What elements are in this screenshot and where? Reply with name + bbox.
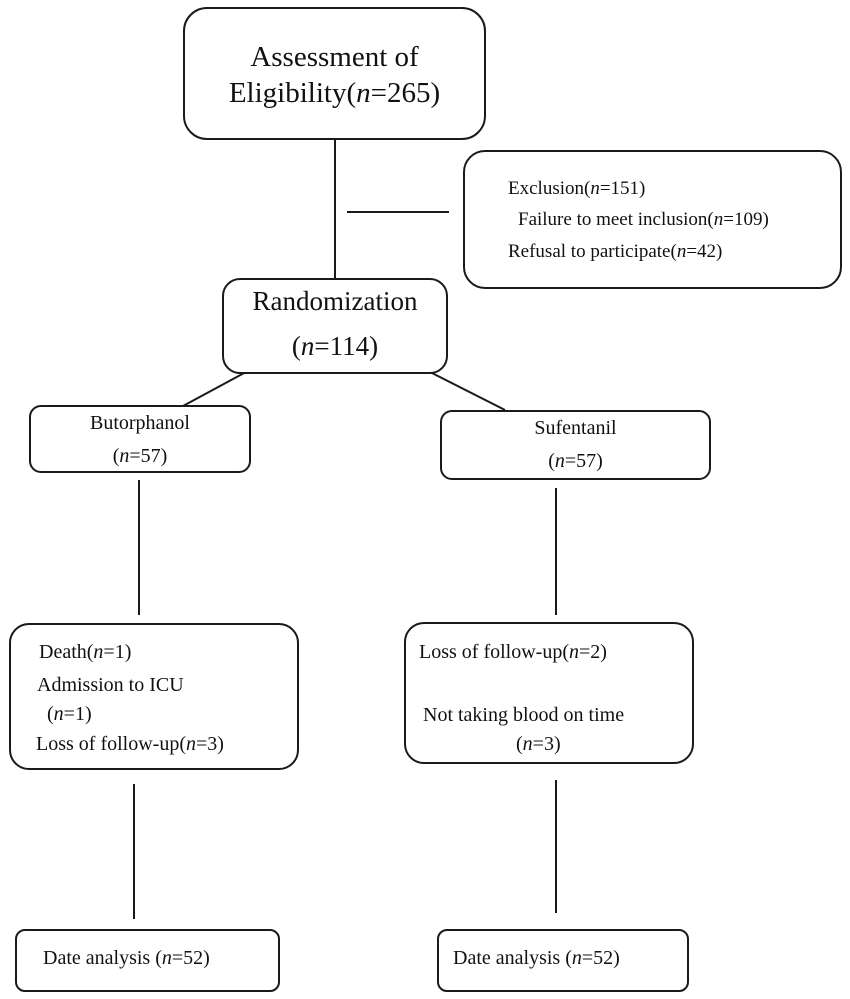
sufentanil-label: Sufentanil: [534, 417, 617, 439]
butorphanol-analysis-box: Date analysis (n=52): [15, 929, 280, 992]
exclusion-box: Exclusion(n=151) Failure to meet inclusi…: [463, 150, 842, 289]
right-follow-up: Loss of follow-up(n=2): [419, 641, 607, 663]
sufentanil-count: (n=57): [548, 450, 603, 472]
exclusion-failure-inclusion: Failure to meet inclusion(n=109): [518, 209, 769, 230]
left-death: Death(n=1): [39, 641, 132, 663]
connector-exclusion-branch: [347, 211, 449, 213]
butorphanol-losses-box: Death(n=1) Admission to ICU (n=1) Loss o…: [9, 623, 299, 770]
assessment-title: Assessment of Eligibility(n=265): [228, 41, 441, 109]
assessment-box: Assessment of Eligibility(n=265): [183, 7, 486, 140]
connector-butorphanol-losses: [138, 480, 140, 615]
randomization-count: (n=114): [291, 331, 379, 361]
right-analysis-label: Date analysis (n=52): [453, 947, 620, 969]
butorphanol-count: (n=57): [112, 445, 168, 467]
exclusion-title: Exclusion(n=151): [508, 178, 646, 199]
connector-randomization-sufentanil: [429, 371, 506, 411]
left-analysis-label: Date analysis (n=52): [43, 947, 210, 969]
right-blood-count: (n=3): [516, 733, 561, 755]
connector-sufentanil-losses: [555, 488, 557, 615]
sufentanil-box: Sufentanil (n=57): [440, 410, 711, 480]
connector-assessment-randomization: [334, 139, 336, 279]
butorphanol-label: Butorphanol: [90, 412, 190, 434]
right-blood-label: Not taking blood on time: [423, 704, 625, 726]
sufentanil-analysis-box: Date analysis (n=52): [437, 929, 689, 992]
connector-left-losses-analysis: [133, 784, 135, 919]
randomization-box: Randomization (n=114): [222, 278, 448, 374]
left-icu-label: Admission to ICU: [37, 674, 184, 696]
randomization-label: Randomization: [252, 286, 418, 316]
connector-right-losses-analysis: [555, 780, 557, 913]
exclusion-refusal: Refusal to participate(n=42): [508, 241, 723, 262]
connector-randomization-butorphanol: [182, 371, 247, 407]
left-follow-up: Loss of follow-up(n=3): [36, 733, 224, 755]
sufentanil-losses-box: Loss of follow-up(n=2) Not taking blood …: [404, 622, 694, 764]
left-icu-count: (n=1): [47, 703, 92, 725]
butorphanol-box: Butorphanol (n=57): [29, 405, 251, 473]
